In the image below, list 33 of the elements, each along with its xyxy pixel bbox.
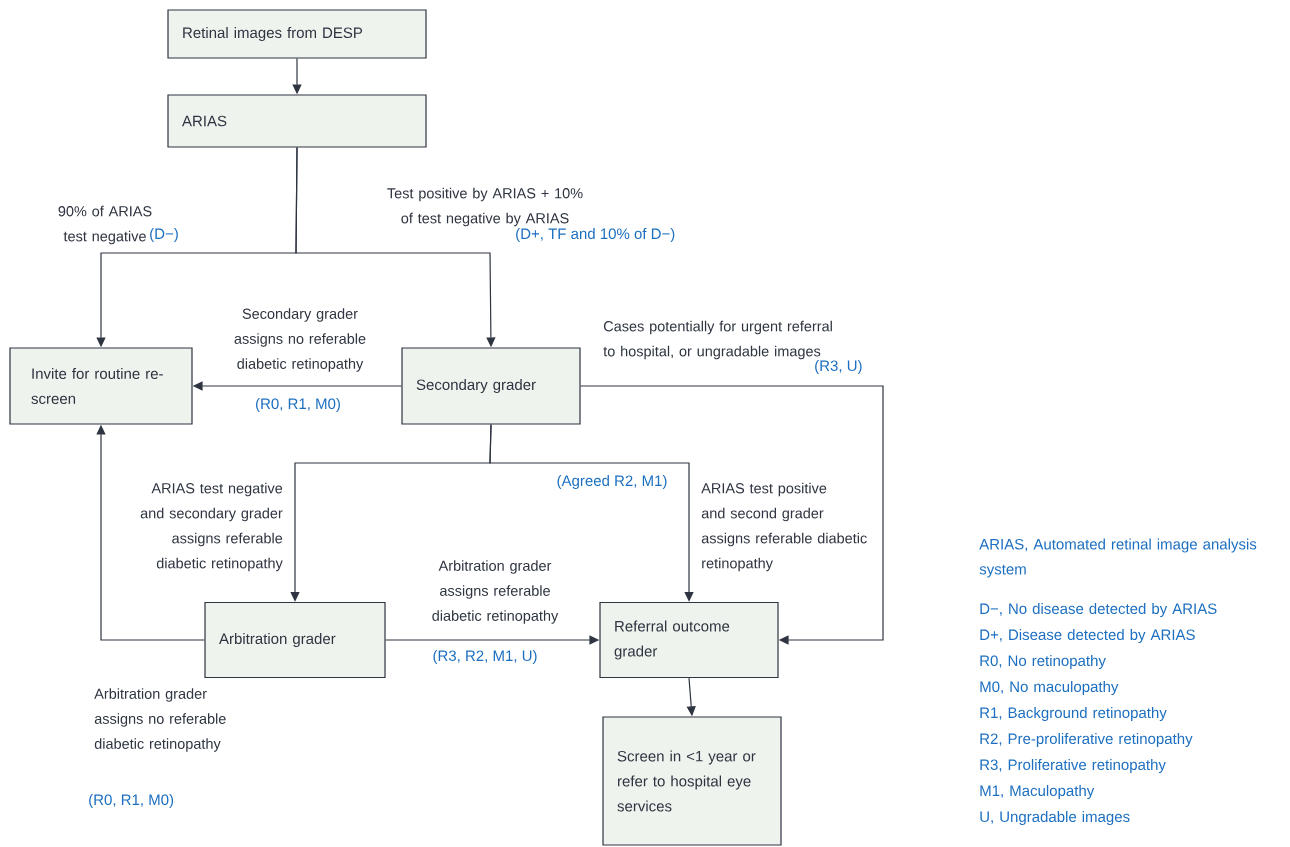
code-label: (Agreed R2, M1) xyxy=(557,475,667,489)
abbreviation-note: U, Ungradable images xyxy=(980,811,1130,825)
process-box: Retinal images from DESP xyxy=(167,9,427,59)
abbreviation-note: M1, Maculopathy xyxy=(980,785,1095,799)
edge-label: Test positive by ARIAS + 10% of test negative by ARIAS xyxy=(387,187,583,227)
arrow xyxy=(580,385,884,645)
arrow xyxy=(489,424,694,602)
process-box: Screen in <1 year or refer to hospital eye services xyxy=(602,716,782,846)
abbreviation-note: D+, Disease detected by ARIAS xyxy=(980,629,1195,643)
process-box: Arbitration grader xyxy=(204,601,386,679)
edge-label: ARIAS test negative and secondary grader assigns referable diabetic retinopathy xyxy=(140,482,283,572)
code-label: (D−) xyxy=(150,228,178,242)
edge-label: ARIAS test positive and second grader assigns referable diabetic retinopathy xyxy=(701,482,867,572)
edge-label: Arbitration grader assigns referable diabetic retinopathy xyxy=(432,560,559,624)
abbreviation-note: M0, No maculopathy xyxy=(980,681,1119,695)
code-label: (R3, R2, M1, U) xyxy=(433,650,537,664)
edge-label: Cases potentially for urgent referral to hospital, or ungradable images xyxy=(603,320,832,360)
abbreviation-note: R0, No retinopathy xyxy=(980,655,1106,669)
code-label: (R0, R1, M0) xyxy=(89,794,174,808)
code-label: (D+, TF and 10% of D−) xyxy=(516,228,675,242)
edge-label: Secondary grader assigns no referable diabetic retinopathy xyxy=(234,308,366,372)
abbreviation-note: ARIAS, Automated retinal image analysis system xyxy=(979,538,1257,578)
process-box: ARIAS xyxy=(167,94,427,148)
process-box: Secondary grader xyxy=(401,347,581,425)
abbreviation-note: R3, Proliferative retinopathy xyxy=(980,759,1166,773)
process-box: Invite for routine re-screen xyxy=(9,347,193,425)
process-box: Referral outcome grader xyxy=(599,601,779,679)
edge-label: Arbitration grader assigns no referable diabetic retinopathy xyxy=(94,688,226,752)
code-label: (R3, U) xyxy=(815,360,862,374)
abbreviation-note: R2, Pre-proliferative retinopathy xyxy=(980,733,1193,747)
abbreviation-note: R1, Background retinopathy xyxy=(980,707,1167,721)
code-label: (R0, R1, M0) xyxy=(256,398,340,412)
abbreviation-note: D−, No disease detected by ARIAS xyxy=(980,603,1217,617)
